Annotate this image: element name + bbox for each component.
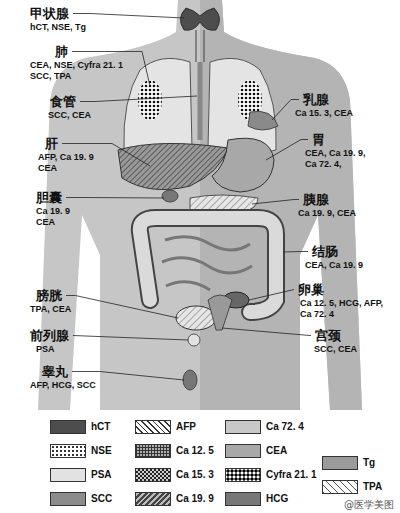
stomach — [212, 138, 274, 192]
uterus — [208, 295, 232, 330]
trachea — [196, 30, 204, 62]
leader-line — [66, 296, 178, 319]
organ-name: 甲状腺 — [30, 6, 69, 21]
leader-line — [80, 96, 197, 102]
marker-list: CEA, Ca 19. 9, Ca 72. 4, — [305, 148, 377, 170]
organ-name: 胆囊 — [36, 190, 62, 205]
marker-list: Ca 15. 3, CEA — [295, 108, 353, 119]
marker-list: hCT, NSE, Tg — [30, 22, 86, 33]
leader-line — [249, 290, 294, 301]
legend-label: Ca 15. 3 — [176, 468, 214, 482]
testis — [183, 370, 197, 390]
prostate — [188, 334, 200, 346]
legend-label: Ca 12. 5 — [176, 444, 214, 458]
legend-swatch — [135, 492, 171, 506]
marker-list: SCC, CEA — [48, 110, 91, 121]
leader-line — [73, 14, 184, 19]
marker-list: TPA, CEA — [30, 304, 71, 315]
organ-name: 前列腺 — [30, 328, 69, 343]
breast-region — [248, 111, 278, 130]
organ-name: 肝 — [45, 136, 58, 151]
marker-list: PSA — [36, 344, 55, 355]
legend-swatch — [225, 420, 261, 434]
legend-swatch — [135, 444, 171, 458]
left-lung — [124, 58, 192, 153]
legend-swatch — [135, 420, 171, 434]
small-intestine — [162, 237, 252, 290]
colon — [140, 218, 276, 312]
legend-label: TPA — [363, 480, 382, 494]
legend-swatch — [50, 420, 86, 434]
legend-swatch — [225, 444, 261, 458]
marker-list: CEA, Ca 19. 9 — [305, 260, 363, 271]
organ-name: 睾丸 — [42, 364, 68, 379]
legend-label: HCG — [266, 492, 288, 506]
organ-name: 膀胱 — [36, 288, 62, 303]
organ-name: 卵巢 — [298, 282, 324, 297]
marker-list: Ca 19. 9 CEA — [36, 206, 82, 228]
organ-name: 乳腺 — [303, 92, 329, 107]
legend-label: AFP — [176, 420, 196, 434]
leader-line — [272, 100, 299, 121]
legend-label: hCT — [91, 420, 110, 434]
watermark: @医学美图 — [344, 499, 394, 511]
gallbladder — [162, 190, 178, 202]
marker-list: AFP, HCG, SCC — [30, 380, 96, 391]
leader-line — [222, 328, 311, 336]
legend-swatch — [50, 468, 86, 482]
leader-line — [73, 336, 188, 341]
marker-list: AFP, Ca 19. 9 CEA — [38, 152, 108, 174]
leader-line — [266, 140, 308, 161]
organ-name: 胃 — [312, 132, 325, 147]
legend-ground — [0, 412, 400, 513]
organ-name: 肺 — [55, 44, 68, 59]
marker-list: Ca 19. 9, CEA — [298, 208, 356, 219]
thyroid — [180, 8, 219, 30]
marker-list: Ca 12. 5, HCG, AFP, Ca 72. 4 — [300, 298, 394, 320]
legend-swatch — [225, 468, 261, 482]
bladder — [176, 306, 216, 330]
organ-name: 结肠 — [312, 244, 338, 259]
colon-outline — [140, 218, 276, 312]
leader-line — [252, 200, 299, 205]
legend-label: SCC — [91, 492, 112, 506]
organ-name: 胰腺 — [303, 192, 329, 207]
leader-line — [283, 251, 308, 253]
legend-label: NSE — [91, 444, 112, 458]
legend-swatch — [322, 480, 358, 494]
legend-label: CEA — [266, 444, 287, 458]
organ-name: 宫颈 — [315, 328, 341, 343]
legend-label: Ca 19. 9 — [176, 492, 214, 506]
legend-label: Tg — [363, 456, 375, 470]
esophagus — [198, 62, 203, 140]
legend-label: PSA — [91, 468, 112, 482]
legend-swatch — [135, 468, 171, 482]
organ-name: 食管 — [50, 94, 76, 109]
liver — [118, 143, 228, 189]
marker-list: SCC, CEA — [314, 344, 357, 355]
legend-swatch — [50, 444, 86, 458]
marker-list: CEA, NSE, Cyfra 21. 1 SCC, TPA — [30, 60, 138, 82]
legend-swatch — [322, 456, 358, 470]
legend-label: Ca 72. 4 — [266, 420, 304, 434]
leader-line — [72, 372, 184, 381]
leader-line — [66, 197, 164, 199]
legend-swatch — [225, 492, 261, 506]
legend-label: Cyfra 21. 1 — [266, 468, 317, 482]
legend-swatch — [50, 492, 86, 506]
